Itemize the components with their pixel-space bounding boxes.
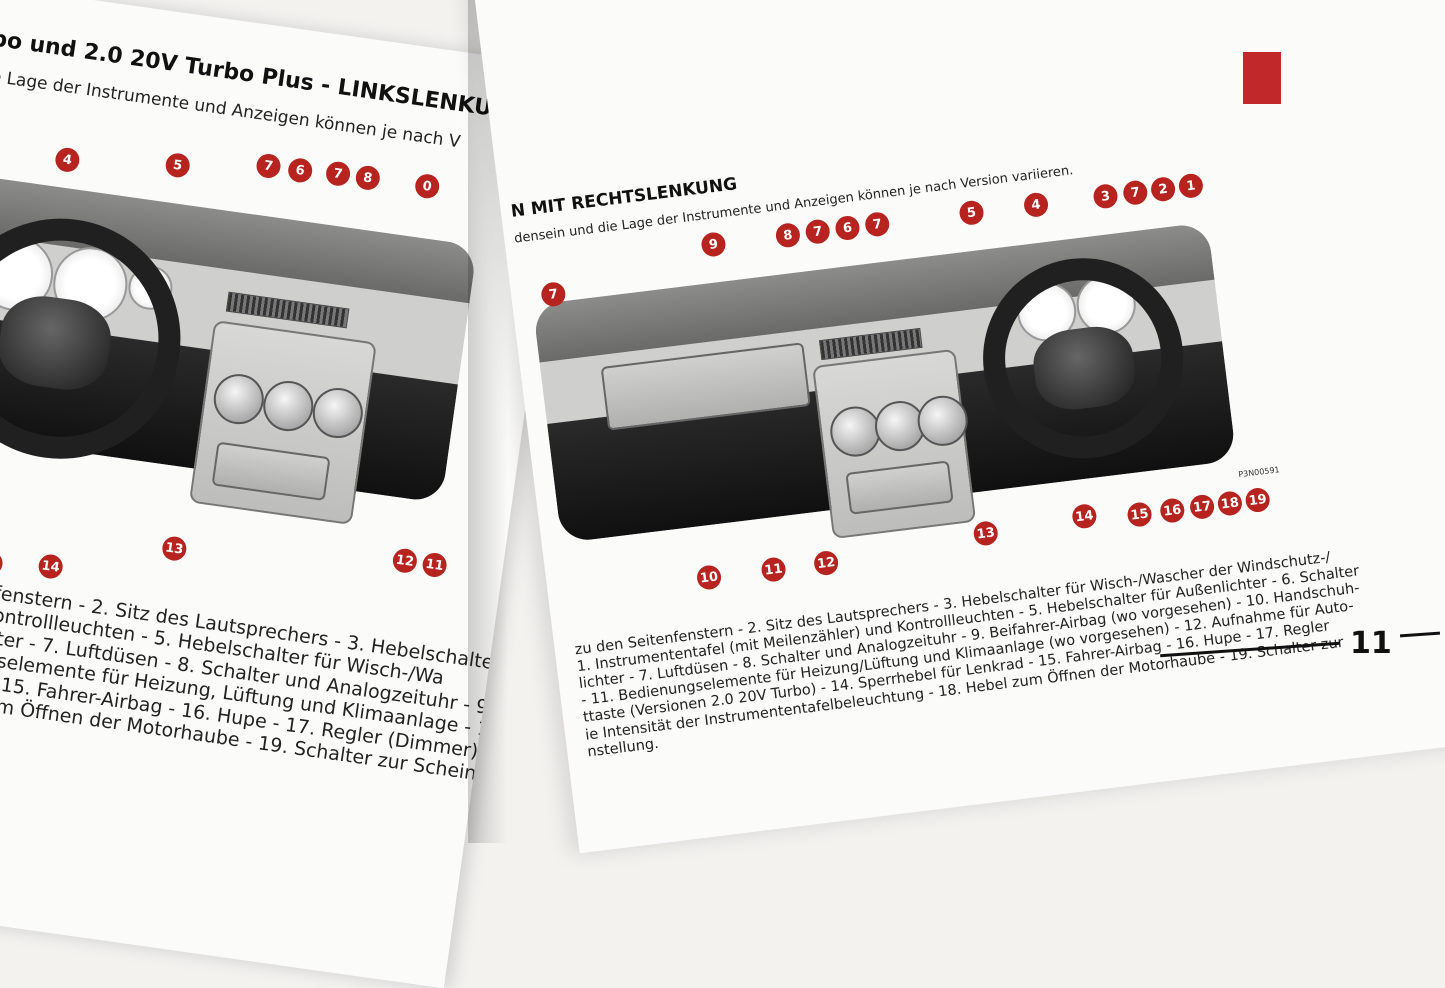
callout-r-19: 19 [1244,486,1272,514]
callout-r-4: 4 [1022,191,1050,219]
dashboard-illustration-left [0,134,483,525]
callout-r-9: 9 [700,231,727,258]
page-number: 11 [1350,626,1392,661]
callout-11: 11 [421,551,449,579]
callout-r-12: 12 [812,549,840,577]
callout-0: 0 [413,172,441,200]
callout-r-10: 10 [695,564,723,591]
callout-r-3: 3 [1092,182,1119,210]
right-body-text: zu den Seitenfenstern - 2. Sitz des Laut… [574,546,1371,761]
chapter-tab [1243,52,1281,104]
callout-15: 15 [0,549,5,577]
callout-r-5: 5 [958,199,985,227]
right-page: N MIT RECHTSLENKUNG densein und die Lage… [470,0,1445,854]
callout-12: 12 [391,547,419,575]
callout-r-11: 11 [760,556,787,583]
callout-r-8: 8 [774,221,802,249]
callout-13: 13 [160,535,188,563]
callout-14: 14 [37,553,65,581]
callout-r-6: 6 [834,214,861,242]
callout-r-7c: 7 [1121,179,1149,207]
callout-8: 8 [354,164,382,192]
callout-7b: 7 [324,160,352,188]
callout-r-7a: 7 [804,218,832,246]
callout-r-2: 2 [1149,175,1177,203]
image-reference-code: P3N00591 [1237,465,1281,480]
callout-r-1: 1 [1177,172,1205,200]
callout-r-7b: 7 [863,210,891,238]
